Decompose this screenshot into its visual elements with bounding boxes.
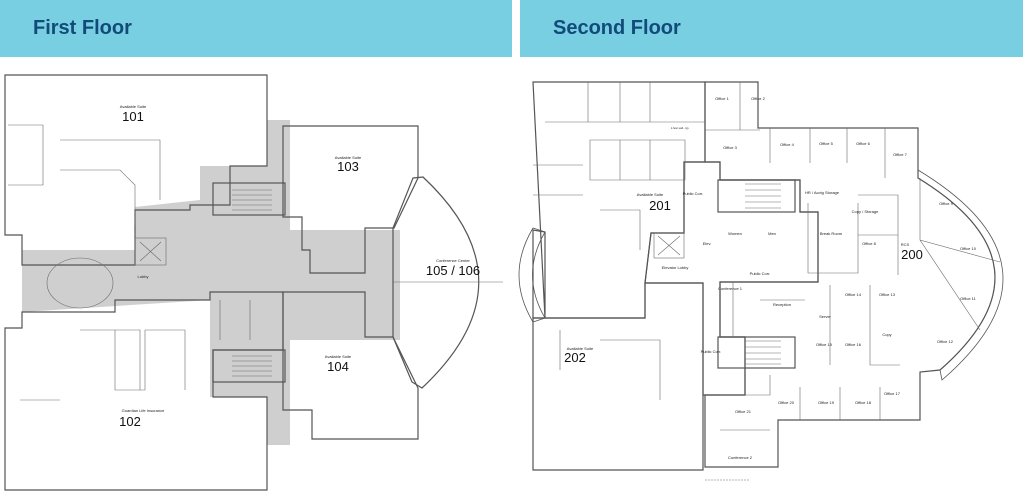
room-label: Office 7: [893, 152, 907, 157]
conference-center-number: 105 / 106: [426, 263, 480, 278]
room-label: Office 12: [937, 339, 954, 344]
suite-202-number: 202: [564, 350, 586, 365]
room-label: Public Corr.: [683, 191, 704, 196]
suite-201-number: 201: [649, 198, 671, 213]
room-label: Office 8: [862, 241, 876, 246]
room-label: Office 1: [715, 96, 729, 101]
room-label: Break Room: [820, 231, 843, 236]
room-label: Office 6: [856, 141, 870, 146]
room-label: Elev.: [703, 241, 712, 246]
room-label: Women: [728, 231, 742, 236]
second-floor-plan: Available Suite 201 Available Suite 202 …: [518, 81, 1004, 481]
room-label: Office 11: [960, 296, 976, 301]
common-area: [22, 120, 400, 445]
room-label: Reception: [773, 302, 791, 307]
suite-202-label: Available Suite: [567, 346, 594, 351]
room-label: Office 5: [819, 141, 833, 146]
wall-note: 1-hour wall - typ.: [671, 127, 690, 130]
room-label: Elevator Lobby: [662, 265, 689, 270]
second-floor-header: Second Floor: [520, 0, 1023, 57]
suite-101-label: Available Suite: [120, 104, 147, 109]
room-label: Office 10: [960, 246, 977, 251]
suite-101-number: 101: [122, 109, 144, 124]
stair-north: [212, 182, 286, 216]
room-label: Office 17: [884, 391, 901, 396]
suite-200-number: 200: [901, 247, 923, 262]
stair-north: [717, 179, 796, 213]
first-floor-plan: Available Suite 101 Available Suite 103 …: [4, 74, 503, 491]
elevator: [653, 232, 685, 259]
room-label: Office 21: [735, 409, 752, 414]
suite-104-number: 104: [327, 359, 349, 374]
first-floor-title: First Floor: [33, 17, 132, 39]
suite-103-label: Available Suite: [335, 155, 362, 160]
room-label: Office 15: [816, 342, 833, 347]
suite-102-area[interactable]: [4, 291, 284, 491]
room-label: Office 3: [723, 145, 737, 150]
suite-201-label: Available Suite: [637, 192, 664, 197]
lobby-label: Lobby: [138, 274, 149, 279]
stair-south: [212, 349, 286, 383]
suite-103-number: 103: [337, 159, 359, 174]
room-label: Office 13: [879, 292, 896, 297]
west-balcony: [518, 227, 546, 323]
room-label: Copy: [882, 332, 891, 337]
suite-104-area[interactable]: [282, 291, 419, 440]
room-label: Office 18: [855, 400, 872, 405]
suite-200-label: RCS: [901, 242, 910, 247]
room-label: Office 2: [751, 96, 765, 101]
conference-center-label: Conference Center: [436, 258, 470, 263]
room-label: Office 16: [845, 342, 862, 347]
east-balcony: [917, 169, 1004, 381]
conference-center-area[interactable]: [392, 176, 480, 389]
first-floor-header: First Floor: [0, 0, 512, 57]
room-label: HR / Acctg Storage: [805, 190, 840, 195]
second-floor-title: Second Floor: [553, 17, 681, 39]
stair-south: [717, 336, 796, 369]
suite-200-area[interactable]: [704, 81, 996, 468]
room-label: Copy / Storage: [852, 209, 879, 214]
lobby-outline: [46, 257, 114, 309]
room-label: Public Corr.: [750, 271, 771, 276]
room-label: Server: [819, 314, 831, 319]
room-label: Office 19: [818, 400, 835, 405]
room-label: Office 20: [778, 400, 795, 405]
suite-103-area[interactable]: [282, 125, 419, 274]
room-label: Men: [768, 231, 776, 236]
suite-202-area[interactable]: [532, 282, 704, 471]
common-area: [644, 161, 819, 396]
room-label: Conference 2: [728, 455, 753, 460]
room-label: Office 4: [780, 142, 794, 147]
room-label: Conference 1: [718, 286, 743, 291]
suite-102-number: 102: [119, 414, 141, 429]
room-label: Public Corr.: [701, 349, 722, 354]
room-label: Office 9: [939, 201, 953, 206]
room-label: Office 14: [845, 292, 862, 297]
suite-104-label: Available Suite: [325, 354, 352, 359]
suite-102-label: Guardian Life Insurance: [122, 408, 165, 413]
suite-101-area[interactable]: [4, 74, 268, 266]
elevator: [134, 237, 167, 266]
